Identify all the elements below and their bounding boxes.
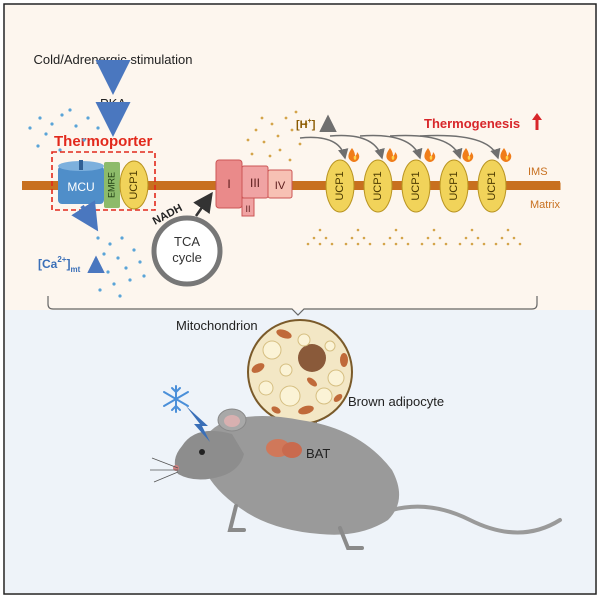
ucp1-label-4: UCP1 bbox=[448, 171, 460, 200]
proton-close: ] bbox=[312, 119, 316, 131]
stimulus-label: Cold/Adrenergic stimulation bbox=[34, 52, 193, 67]
imm-label: IMM bbox=[540, 181, 561, 193]
mouse-head bbox=[174, 430, 244, 480]
mouse bbox=[150, 408, 562, 550]
proton-dots-matrix bbox=[306, 228, 522, 246]
bat-label: BAT bbox=[306, 446, 330, 461]
ucp1-protein-2: UCP1 bbox=[363, 159, 393, 213]
ucp1-label-1: UCP1 bbox=[334, 171, 346, 200]
adipocyte-label: Brown adipocyte bbox=[348, 394, 444, 409]
flame-icon bbox=[500, 148, 512, 162]
complex-iii-label: III bbox=[250, 176, 260, 190]
tca-line2: cycle bbox=[172, 250, 202, 265]
ims-label: IMS bbox=[528, 166, 548, 178]
mitochondrion-bracket bbox=[47, 296, 538, 316]
ucp1-protein-5: UCP1 bbox=[477, 159, 507, 213]
proton-dots-etc bbox=[246, 110, 308, 162]
mouse-body bbox=[204, 416, 400, 535]
emre-subunit: EMRE bbox=[104, 162, 120, 208]
ucp1-protein-4: UCP1 bbox=[439, 159, 469, 213]
flame-icon bbox=[424, 148, 436, 162]
calcium-subscript: mt bbox=[70, 265, 80, 274]
calcium-dots-ims bbox=[28, 108, 100, 152]
lightning-icon bbox=[186, 406, 210, 442]
thermoporter-box bbox=[51, 151, 156, 211]
pka-label: PKA bbox=[100, 96, 126, 111]
proton-text: [H bbox=[296, 119, 308, 131]
flame-icon bbox=[348, 148, 360, 162]
calcium-influx-arrow bbox=[71, 200, 99, 232]
svg-text:[H+]: [H+] bbox=[296, 118, 316, 131]
calcium-text: [Ca bbox=[38, 257, 58, 271]
emre-label: EMRE bbox=[106, 172, 116, 198]
ucp1-label-3: UCP1 bbox=[410, 171, 422, 200]
bat-tissue-right bbox=[282, 442, 302, 458]
ucp1-protein-1: UCP1 bbox=[325, 159, 355, 213]
complex-iv-label: IV bbox=[275, 180, 286, 192]
complex-i-label: I bbox=[227, 177, 230, 191]
ucp1-label-5: UCP1 bbox=[486, 171, 498, 200]
mcu-channel: MCU bbox=[58, 160, 104, 204]
proton-flow-arrows bbox=[299, 134, 501, 160]
complex-ii-label: II bbox=[245, 204, 250, 214]
etc-complexes: I II III IV bbox=[215, 159, 293, 217]
thermoporter-label: Thermoporter bbox=[54, 133, 153, 150]
proton-label: [H+] bbox=[296, 114, 337, 132]
thermogenesis-arrow-head bbox=[532, 113, 542, 120]
ucp1-protein-3: UCP1 bbox=[401, 159, 431, 213]
proton-superscript: + bbox=[308, 118, 312, 125]
thermogenesis-label: Thermogenesis bbox=[424, 116, 520, 131]
brown-adipocyte bbox=[247, 319, 353, 425]
ucp1-label-2: UCP1 bbox=[372, 171, 384, 200]
svg-text:[Ca2+]mt: [Ca2+]mt bbox=[38, 255, 81, 274]
ucp1-label-0: UCP1 bbox=[128, 170, 140, 199]
mcu-label: MCU bbox=[67, 180, 94, 194]
snowflake-icon bbox=[163, 385, 189, 413]
mouse-front-leg bbox=[227, 504, 246, 532]
nadh-arrow bbox=[193, 191, 213, 217]
ucp1-thermoporter: UCP1 bbox=[119, 160, 149, 210]
mouse-tail bbox=[390, 504, 562, 535]
calcium-superscript: 2+ bbox=[57, 255, 66, 264]
mouse-eye bbox=[199, 449, 205, 455]
mitochondrion-label: Mitochondrion bbox=[176, 318, 258, 333]
flame-icon bbox=[386, 148, 398, 162]
mouse-ear-inner bbox=[224, 415, 240, 427]
mouse-hind-leg bbox=[338, 526, 364, 550]
mouse-whiskers bbox=[150, 457, 179, 483]
matrix-label: Matrix bbox=[530, 199, 560, 211]
calcium-mt-label: [Ca2+]mt bbox=[38, 255, 105, 274]
flame-icon bbox=[462, 148, 474, 162]
calcium-close: ] bbox=[66, 257, 70, 271]
ucp1-array: UCP1 UCP1 UCP1 UCP1 UCP1 bbox=[325, 148, 512, 213]
calcium-dots-matrix bbox=[90, 236, 146, 298]
tca-cycle: TCA cycle bbox=[151, 215, 223, 287]
complex-iv bbox=[267, 169, 293, 199]
tca-line1: TCA bbox=[174, 234, 200, 249]
